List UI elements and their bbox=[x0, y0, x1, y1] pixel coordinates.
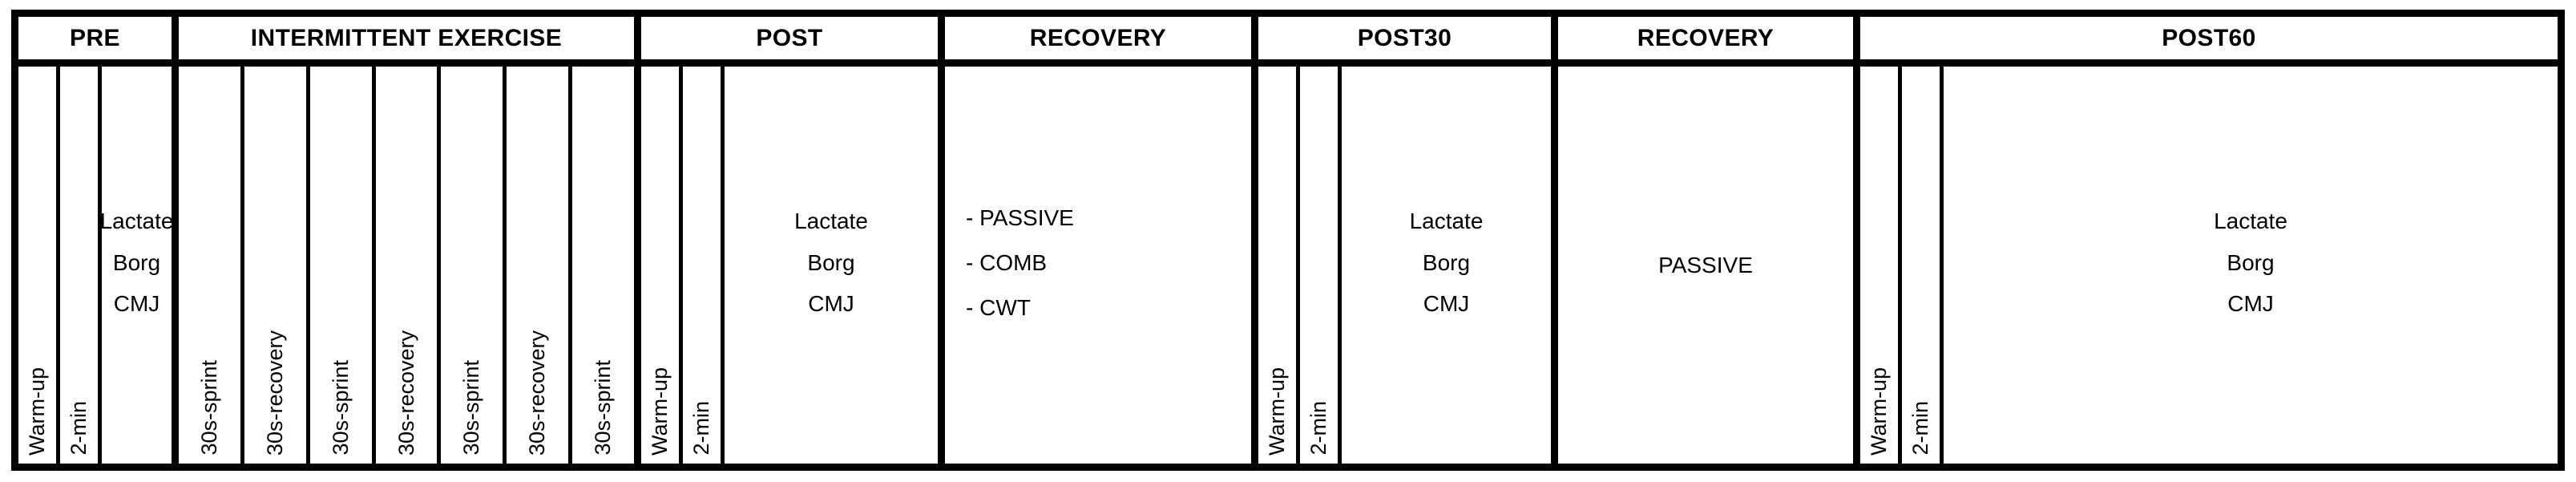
recovery-option-cwt: - CWT bbox=[966, 294, 1031, 320]
cell-post-measure-lactate: Lactate bbox=[794, 208, 868, 233]
header-block-post30: POST30 bbox=[1258, 17, 1558, 59]
cell-post60-rest: 2-min bbox=[1902, 67, 1944, 464]
body-block-recovery-passive: PASSIVE bbox=[1558, 67, 1860, 464]
body-block-post: Warm-up 2-min Lactate Borg CMJ bbox=[641, 67, 945, 464]
cell-bout-2-recovery: 30s-recovery bbox=[244, 67, 310, 464]
cell-post30-measure-lactate: Lactate bbox=[1409, 208, 1484, 233]
header-label-intermittent-exercise: INTERMITTENT EXERCISE bbox=[250, 24, 563, 51]
cell-pre-warmup-label: Warm-up bbox=[25, 367, 49, 456]
body-block-pre: Warm-up 2-min Lactate Borg CMJ bbox=[18, 67, 179, 464]
header-block-post60: POST60 bbox=[1860, 17, 2558, 59]
cell-bout-7-sprint: 30s-sprint bbox=[572, 67, 634, 464]
header-label-pre: PRE bbox=[70, 24, 120, 51]
cell-post30-measure-borg: Borg bbox=[1422, 249, 1471, 275]
cell-post30-warmup-label: Warm-up bbox=[1265, 367, 1289, 456]
cell-pre-measure-cmj: CMJ bbox=[113, 291, 160, 317]
cell-post30-measures: Lactate Borg CMJ bbox=[1342, 67, 1551, 464]
header-label-post: POST bbox=[756, 24, 823, 51]
body-block-post60: Warm-up 2-min Lactate Borg CMJ bbox=[1860, 67, 2558, 464]
cell-post60-measure-lactate: Lactate bbox=[2214, 208, 2287, 233]
protocol-body-row: Warm-up 2-min Lactate Borg CMJ 30s-sprin… bbox=[18, 67, 2558, 464]
cell-recovery-conditions: - PASSIVE - COMB - CWT bbox=[945, 67, 1251, 464]
header-block-pre: PRE bbox=[18, 17, 179, 59]
cell-post-warmup-label: Warm-up bbox=[648, 367, 672, 456]
header-label-recovery-passive: RECOVERY bbox=[1637, 24, 1775, 51]
cell-bout-4-recovery: 30s-recovery bbox=[375, 67, 442, 464]
cell-recovery-passive: PASSIVE bbox=[1558, 67, 1853, 464]
header-label-post60: POST60 bbox=[2162, 24, 2256, 51]
cell-pre-rest: 2-min bbox=[60, 67, 102, 464]
cell-pre-rest-label: 2-min bbox=[67, 401, 91, 456]
cell-bout-1-sprint: 30s-sprint bbox=[179, 67, 244, 464]
cell-bout-6-recovery: 30s-recovery bbox=[507, 67, 573, 464]
header-block-recovery-conditions: RECOVERY bbox=[945, 17, 1258, 59]
cell-post-measures: Lactate Borg CMJ bbox=[725, 67, 938, 464]
cell-post30-warmup: Warm-up bbox=[1258, 67, 1300, 464]
header-block-intermittent-exercise: INTERMITTENT EXERCISE bbox=[179, 17, 641, 59]
cell-bout-5-label: 30s-sprint bbox=[459, 360, 484, 456]
cell-post60-warmup: Warm-up bbox=[1860, 67, 1902, 464]
cell-post60-measure-borg: Borg bbox=[2227, 249, 2275, 275]
header-block-post: POST bbox=[641, 17, 945, 59]
cell-post30-measure-cmj: CMJ bbox=[1423, 291, 1470, 317]
cell-post60-measures: Lactate Borg CMJ bbox=[1944, 67, 2558, 464]
cell-bout-2-label: 30s-recovery bbox=[262, 330, 287, 456]
cell-pre-measure-borg: Borg bbox=[112, 249, 161, 275]
cell-pre-measures: Lactate Borg CMJ bbox=[102, 67, 172, 464]
cell-bout-6-label: 30s-recovery bbox=[525, 330, 550, 456]
cell-post30-rest: 2-min bbox=[1300, 67, 1342, 464]
cell-bout-5-sprint: 30s-sprint bbox=[441, 67, 507, 464]
cell-post-measure-borg: Borg bbox=[807, 249, 855, 275]
body-block-recovery-conditions: - PASSIVE - COMB - CWT bbox=[945, 67, 1258, 464]
cell-bout-7-label: 30s-sprint bbox=[591, 360, 616, 456]
header-label-post30: POST30 bbox=[1357, 24, 1452, 51]
cell-post60-measure-cmj: CMJ bbox=[2227, 291, 2274, 317]
cell-post-measure-cmj: CMJ bbox=[808, 291, 854, 317]
recovery-option-passive: - PASSIVE bbox=[966, 205, 1074, 230]
cell-pre-measure-lactate: Lactate bbox=[102, 208, 172, 233]
body-block-intermittent-exercise: 30s-sprint 30s-recovery 30s-sprint 30s-r… bbox=[179, 67, 641, 464]
protocol-header-row: PRE INTERMITTENT EXERCISE POST RECOVERY … bbox=[18, 17, 2558, 67]
cell-bout-3-label: 30s-sprint bbox=[328, 360, 353, 456]
header-block-recovery-passive: RECOVERY bbox=[1558, 17, 1860, 59]
cell-post-rest-label: 2-min bbox=[689, 401, 713, 456]
cell-pre-warmup: Warm-up bbox=[18, 67, 60, 464]
body-block-post30: Warm-up 2-min Lactate Borg CMJ bbox=[1258, 67, 1558, 464]
header-label-recovery-conditions: RECOVERY bbox=[1029, 24, 1167, 51]
cell-bout-4-label: 30s-recovery bbox=[394, 330, 418, 456]
cell-bout-1-label: 30s-sprint bbox=[196, 360, 221, 456]
recovery-option-comb: - COMB bbox=[966, 249, 1048, 275]
cell-post30-rest-label: 2-min bbox=[1306, 401, 1330, 456]
cell-post-rest: 2-min bbox=[683, 67, 725, 464]
cell-post-warmup: Warm-up bbox=[641, 67, 683, 464]
recovery-passive-label: PASSIVE bbox=[1658, 252, 1753, 277]
cell-post60-warmup-label: Warm-up bbox=[1867, 367, 1891, 456]
cell-bout-3-sprint: 30s-sprint bbox=[309, 67, 376, 464]
protocol-table: PRE INTERMITTENT EXERCISE POST RECOVERY … bbox=[11, 10, 2565, 471]
cell-post60-rest-label: 2-min bbox=[1908, 401, 1932, 456]
